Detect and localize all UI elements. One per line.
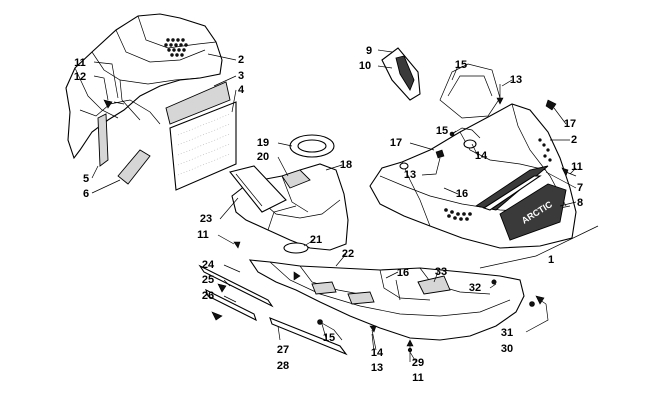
callout-c2b: 2: [571, 134, 577, 146]
callout-c3: 3: [238, 70, 244, 82]
callout-c6: 6: [83, 188, 89, 200]
callout-c14a: 14: [475, 150, 488, 162]
hood-grille-dots: [444, 138, 552, 221]
callout-c10: 10: [359, 60, 371, 72]
callout-c11b: 11: [571, 161, 583, 173]
callout-c27: 27: [277, 344, 289, 356]
callout-c30: 30: [501, 343, 513, 355]
belly-pan: [248, 259, 525, 341]
windshield-bracket: [381, 47, 421, 101]
trim-rail-26: [205, 283, 257, 322]
callout-c11c: 11: [197, 229, 209, 241]
callout-c23: 23: [200, 213, 212, 225]
air-box-23: [229, 165, 287, 213]
callout-c15c: 15: [323, 332, 335, 344]
callout-c20: 20: [257, 151, 269, 163]
callout-c2a: 2: [238, 54, 244, 66]
callout-c22: 22: [342, 248, 354, 260]
left-side-panel: [65, 13, 223, 185]
callout-c26: 26: [202, 290, 214, 302]
callout-c29: 29: [412, 357, 424, 369]
leader-lines: [91, 49, 599, 363]
callout-c12: 12: [74, 71, 86, 83]
trim-rail-27-28: [269, 317, 348, 356]
callout-c28: 28: [277, 360, 289, 372]
callout-c18: 18: [340, 159, 352, 171]
callout-c17a: 17: [564, 118, 576, 130]
callout-c14b: 14: [371, 347, 384, 359]
panel-inserts: [165, 81, 237, 191]
grille-dots: [164, 38, 188, 57]
callout-c11d: 11: [412, 372, 424, 384]
callout-c16b: 16: [397, 267, 409, 279]
callout-c21: 21: [310, 234, 322, 246]
callout-c11a: 11: [74, 57, 86, 69]
callout-c15b: 15: [436, 125, 448, 137]
pad-20: [281, 169, 311, 189]
trim-rail-24: [198, 264, 274, 308]
callout-c13b: 13: [404, 169, 416, 181]
callout-c19: 19: [257, 137, 269, 149]
hardware: [233, 84, 577, 362]
grommet-19: [289, 134, 335, 158]
front-hood: ARCTIC: [369, 99, 577, 249]
callout-c25: 25: [202, 274, 214, 286]
callout-c9: 9: [366, 45, 372, 57]
callout-c15a: 15: [455, 59, 467, 71]
callout-c16a: 16: [456, 188, 468, 200]
windshield: [439, 63, 501, 119]
callout-c4: 4: [238, 84, 245, 96]
callout-c13a: 13: [510, 74, 522, 86]
callout-c31: 31: [501, 327, 513, 339]
callout-c1: 1: [548, 254, 554, 266]
callout-c32: 32: [469, 282, 481, 294]
callout-c13c: 13: [371, 362, 383, 374]
callout-c8: 8: [577, 197, 583, 209]
callout-c24: 24: [202, 259, 215, 271]
callout-c17b: 17: [390, 137, 402, 149]
callout-c7: 7: [577, 182, 583, 194]
callout-c5: 5: [83, 173, 89, 185]
callout-c33: 33: [435, 266, 447, 278]
